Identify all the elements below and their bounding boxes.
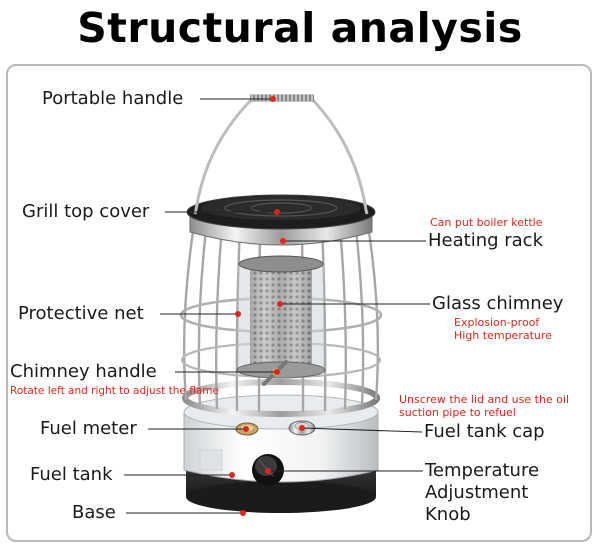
- label-temperature-knob-line2: Adjustment: [425, 482, 529, 503]
- leader-lines: [124, 98, 430, 514]
- marker-dots: [229, 96, 305, 516]
- label-glass-chimney: Glass chimney: [432, 293, 564, 314]
- label-fuel-tank-cap: Fuel tank cap: [424, 421, 545, 442]
- note-fuel-cap-line2: suction pipe to refuel: [399, 406, 516, 419]
- note-chimney-handle: Rotate left and right to adjust the flam…: [10, 385, 219, 397]
- label-chimney-handle: Chimney handle: [10, 361, 157, 382]
- glass-chimney-part: [236, 255, 326, 379]
- label-protective-net: Protective net: [18, 303, 144, 324]
- diagram-frame: [6, 64, 592, 542]
- grill-top-cover-part: [186, 194, 376, 230]
- label-temperature-knob-line1: Temperature: [425, 460, 540, 481]
- label-base: Base: [72, 502, 116, 523]
- label-fuel-meter: Fuel meter: [40, 418, 137, 439]
- label-grill-top-cover: Grill top cover: [22, 201, 150, 222]
- label-temperature-knob-line3: Knob: [425, 504, 471, 525]
- note-fuel-cap-line1: Unscrew the lid and use the oil: [399, 393, 570, 406]
- portable-handle-part: [193, 94, 369, 215]
- label-fuel-tank: Fuel tank: [30, 464, 113, 485]
- note-chimney-line1: Explosion-proof: [454, 316, 540, 329]
- note-heating-rack: Can put boiler kettle: [430, 216, 543, 229]
- note-chimney-line2: High temperature: [454, 329, 552, 342]
- label-portable-handle: Portable handle: [42, 88, 184, 109]
- label-heating-rack: Heating rack: [428, 230, 544, 251]
- page-title: Structural analysis: [77, 4, 523, 52]
